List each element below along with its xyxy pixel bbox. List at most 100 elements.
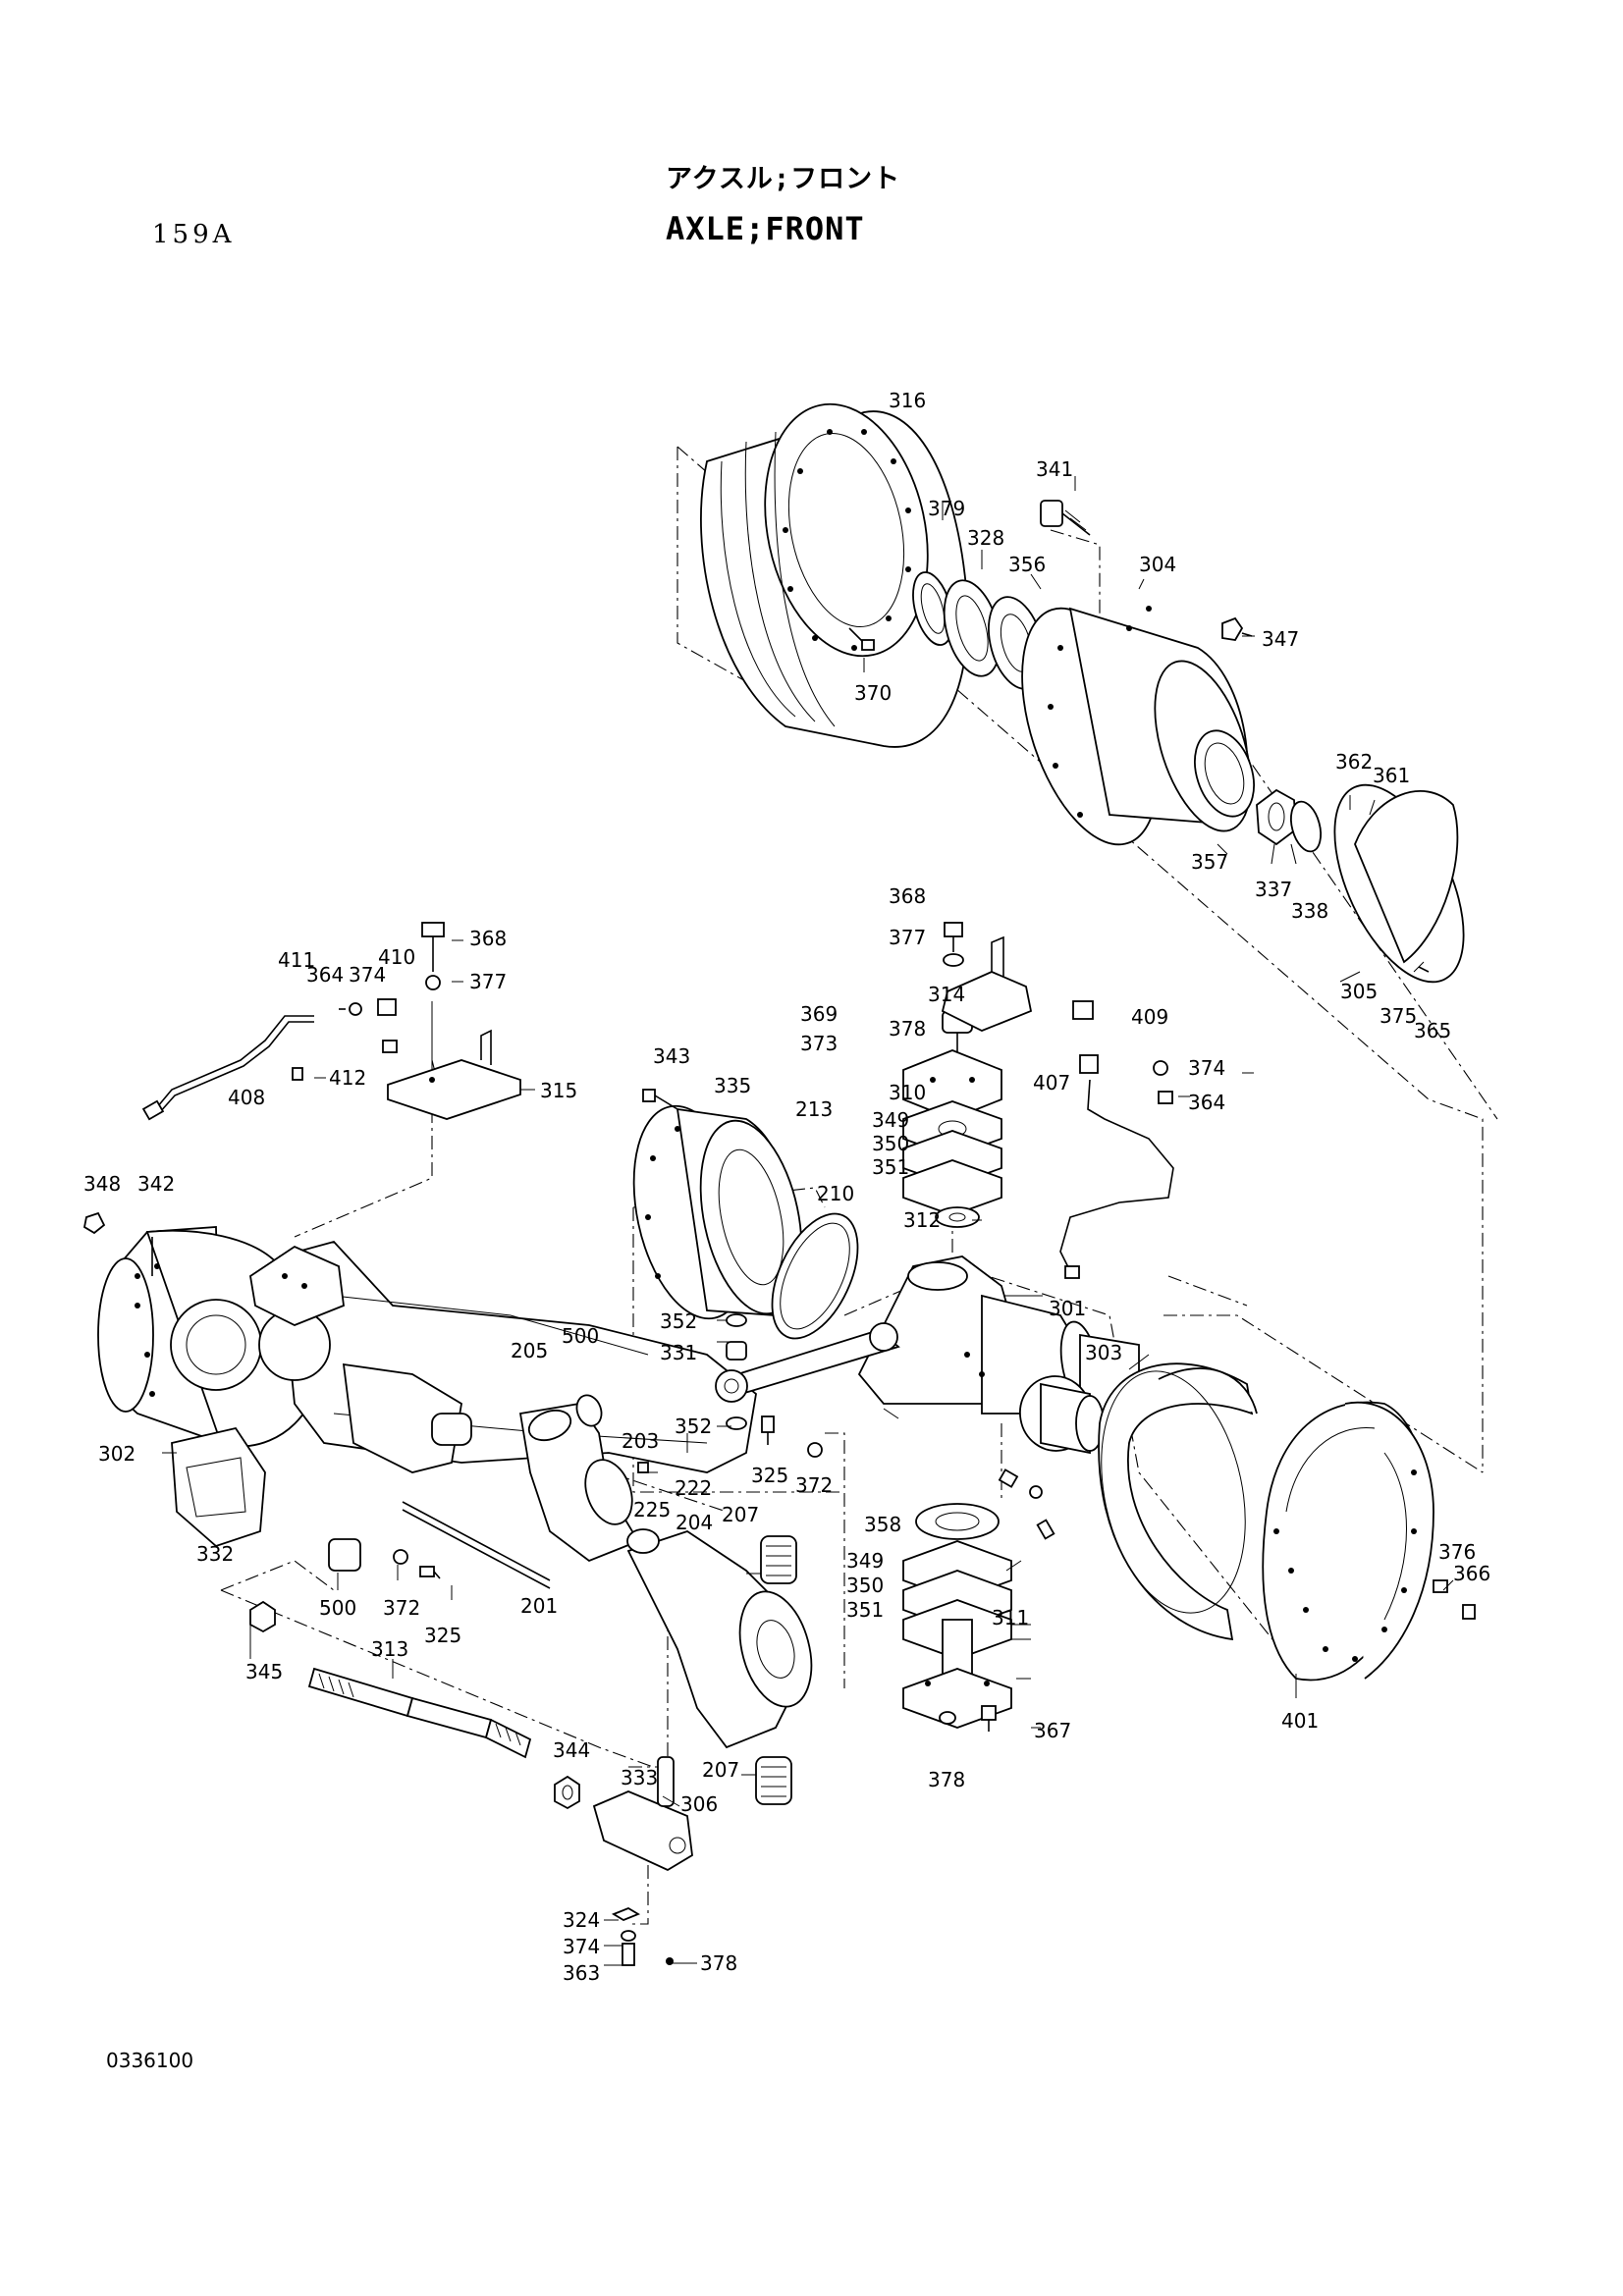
- callout-333: 333: [621, 1766, 658, 1789]
- dust-seal-207-upper: [760, 1535, 797, 1584]
- dust-seal-207-lower: [755, 1756, 792, 1805]
- callout-313: 313: [371, 1637, 408, 1661]
- callout-412: 412: [329, 1066, 366, 1090]
- callout-310: 310: [889, 1081, 926, 1104]
- figure-code: 0336100: [106, 2049, 194, 2072]
- callout-352-upper: 352: [660, 1309, 697, 1333]
- callout-335: 335: [714, 1074, 751, 1097]
- brake-shoe-backing: [1098, 1362, 1258, 1641]
- callout-367: 367: [1034, 1719, 1071, 1742]
- callout-378-upper: 378: [889, 1017, 926, 1041]
- callout-350-lower: 350: [846, 1574, 884, 1597]
- leader-lines: [162, 476, 1454, 1966]
- callout-356: 356: [1008, 553, 1046, 576]
- callout-408: 408: [228, 1086, 265, 1109]
- tie-rod-end-333: [592, 1756, 693, 1872]
- callout-366: 366: [1453, 1562, 1490, 1585]
- callout-labels: 316 341 379 328 356 304 347 370 362 361 …: [83, 389, 1490, 1985]
- callout-348: 348: [83, 1172, 121, 1196]
- callout-343: 343: [653, 1044, 690, 1068]
- bolt-370: [848, 627, 875, 651]
- callout-378-bottom: 378: [700, 1951, 737, 1975]
- callout-205: 205: [511, 1339, 548, 1362]
- callout-304: 304: [1139, 553, 1176, 576]
- callout-500-lower: 500: [319, 1596, 356, 1620]
- bolt-near-shoe: [998, 1468, 1055, 1540]
- callout-368-left: 368: [469, 927, 507, 950]
- callout-372-center: 372: [795, 1473, 833, 1497]
- callout-207-upper: 207: [722, 1503, 759, 1526]
- nut-washer-337-338: [1256, 788, 1323, 853]
- callout-325-center: 325: [751, 1464, 788, 1487]
- callout-316: 316: [889, 389, 926, 412]
- callout-374-left: 374: [349, 963, 386, 987]
- callout-365: 365: [1414, 1019, 1451, 1042]
- callout-337: 337: [1255, 878, 1292, 901]
- callout-210: 210: [817, 1182, 854, 1205]
- callout-500-upper: 500: [562, 1324, 599, 1348]
- bracket-315: [387, 922, 521, 1120]
- callout-328: 328: [967, 526, 1004, 550]
- bolt-341: [1040, 500, 1091, 536]
- brake-shoe-401: [1262, 1401, 1476, 1682]
- callout-376: 376: [1438, 1540, 1476, 1564]
- nut-344: [554, 1775, 580, 1810]
- callout-302: 302: [98, 1442, 135, 1466]
- callout-352-lower: 352: [675, 1415, 712, 1438]
- title-japanese: アクスル;フロント: [666, 164, 901, 194]
- callout-357: 357: [1191, 850, 1228, 874]
- callout-315: 315: [540, 1079, 577, 1102]
- callout-362: 362: [1335, 750, 1373, 774]
- steering-knuckle-301: [715, 1255, 1140, 1455]
- callout-407: 407: [1033, 1071, 1070, 1095]
- callout-368-right: 368: [889, 884, 926, 908]
- callout-332: 332: [196, 1542, 234, 1566]
- callout-374-right: 374: [1188, 1056, 1225, 1080]
- callout-363: 363: [563, 1961, 600, 1985]
- callout-312: 312: [903, 1208, 941, 1232]
- callout-342: 342: [137, 1172, 175, 1196]
- callout-409: 409: [1131, 1005, 1168, 1029]
- callout-410: 410: [378, 945, 415, 969]
- bolts-372-325: [393, 1549, 441, 1579]
- callout-378-lower: 378: [928, 1768, 965, 1791]
- callout-325-left: 325: [424, 1624, 461, 1647]
- callout-369: 369: [800, 1002, 838, 1026]
- washers-324-374-363: [611, 1865, 674, 1966]
- callout-331: 331: [660, 1341, 697, 1364]
- nut-347: [1221, 616, 1253, 641]
- wheel-hub-304: [1021, 606, 1255, 846]
- callout-338: 338: [1291, 899, 1328, 923]
- callout-345: 345: [245, 1660, 283, 1683]
- callout-347: 347: [1262, 627, 1299, 651]
- callout-374-lower: 374: [563, 1935, 600, 1958]
- brake-line-408: [141, 1015, 314, 1121]
- callout-204: 204: [676, 1511, 713, 1534]
- callout-341: 341: [1036, 457, 1073, 481]
- brake-drum-316: [700, 402, 969, 748]
- bolt-222: [637, 1462, 649, 1473]
- callout-351-lower: 351: [846, 1598, 884, 1622]
- callout-377-right: 377: [889, 926, 926, 949]
- callout-324: 324: [563, 1908, 600, 1932]
- title-english: AXLE;FRONT: [666, 210, 865, 247]
- nut-345: [249, 1600, 276, 1633]
- callout-401: 401: [1281, 1709, 1319, 1733]
- callout-364-right: 364: [1188, 1091, 1225, 1114]
- axle-beam: [249, 1240, 813, 1749]
- bolt-343: [642, 1089, 678, 1110]
- callout-377-left: 377: [469, 970, 507, 993]
- callout-351-upper: 351: [872, 1155, 909, 1179]
- sleeve-500-lower: [328, 1538, 361, 1572]
- callout-349-lower: 349: [846, 1549, 884, 1573]
- callout-305: 305: [1340, 980, 1378, 1003]
- callout-213: 213: [795, 1097, 833, 1121]
- callout-373: 373: [800, 1032, 838, 1055]
- callout-314: 314: [928, 983, 965, 1006]
- callout-379: 379: [928, 497, 965, 520]
- kingpin-stack-upper: [902, 922, 1033, 1228]
- callout-203: 203: [622, 1429, 659, 1453]
- callout-303: 303: [1085, 1341, 1122, 1364]
